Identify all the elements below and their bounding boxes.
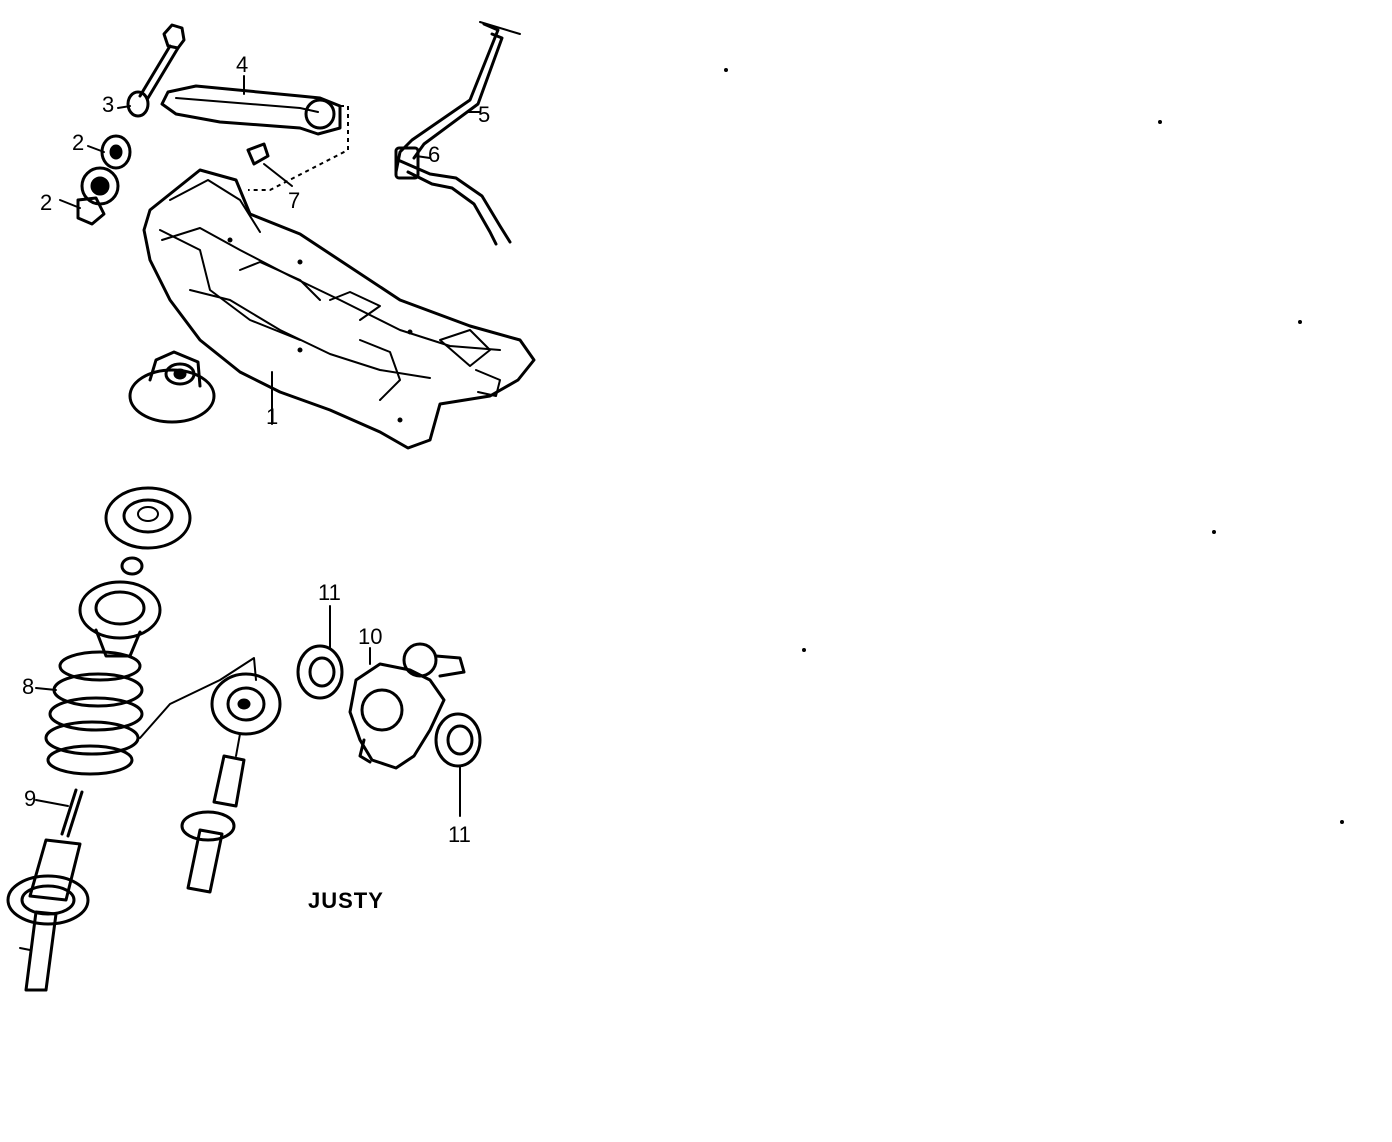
- callout-2a: 2: [40, 190, 52, 215]
- mount: [128, 350, 216, 424]
- callout-3: 3: [102, 92, 114, 117]
- coil-spring: [35, 650, 257, 776]
- callout-6: 6: [428, 142, 440, 167]
- stabilizer-bar: [394, 21, 521, 246]
- steering-knuckle: [348, 642, 466, 770]
- callout-2b: 2: [72, 130, 84, 155]
- callout-9: 9: [24, 786, 36, 811]
- callout-4: 4: [236, 52, 248, 77]
- callout-10: 10: [358, 624, 382, 649]
- strut-mount: [78, 486, 192, 658]
- callout-1: 1: [266, 404, 278, 429]
- callout-8: 8: [22, 674, 34, 699]
- bolt-and-bushings: [59, 23, 186, 226]
- callout-7: 7: [288, 188, 300, 213]
- crossmember: [142, 168, 536, 450]
- callout-11a: 11: [318, 580, 341, 605]
- wheel-bearing-left: [296, 605, 344, 700]
- wheel-bearing-right: [434, 712, 482, 817]
- diagram-caption: JUSTY: [308, 888, 384, 913]
- control-arm: [160, 75, 349, 191]
- callout-11b: 11: [448, 822, 471, 847]
- strut-right: [180, 672, 282, 894]
- strut-left: [6, 788, 90, 992]
- callout-5: 5: [478, 102, 490, 127]
